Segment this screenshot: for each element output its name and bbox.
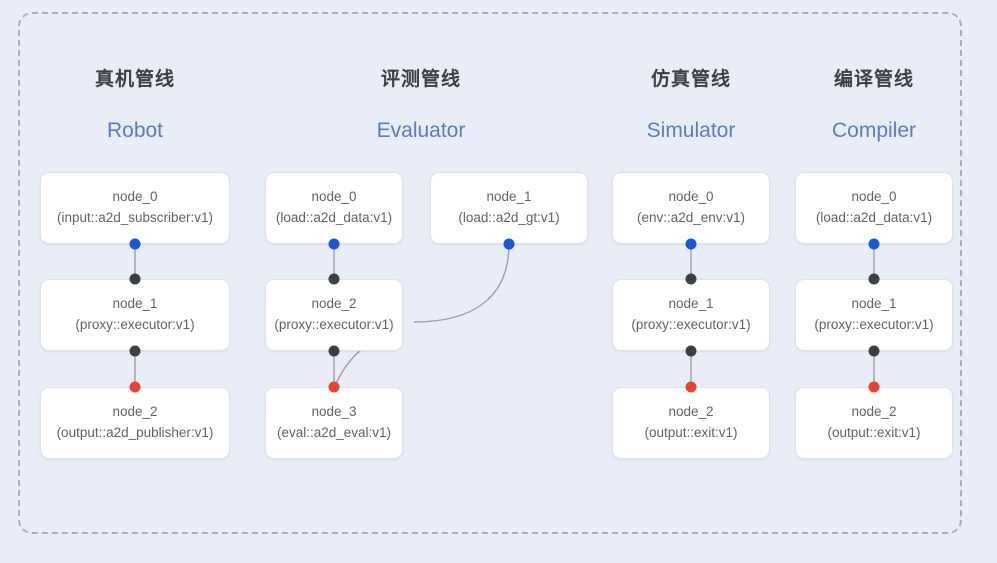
node-name: node_0 (668, 189, 714, 205)
node-port-top-black[interactable] (129, 273, 141, 285)
node-type: (load::a2d_data:v1) (275, 210, 393, 225)
node-type: (proxy::executor:v1) (274, 317, 394, 332)
node-name: node_1 (112, 296, 158, 312)
node-port-bottom-black[interactable] (868, 345, 880, 357)
node-type: (load::a2d_gt:v1) (458, 210, 560, 225)
node-port-bottom-black[interactable] (685, 345, 697, 357)
node-card[interactable]: node_1(proxy::executor:v1) (40, 279, 230, 351)
node-name: node_0 (311, 189, 357, 205)
node-type: (proxy::executor:v1) (75, 317, 195, 332)
node-type: (env::a2d_env:v1) (636, 210, 746, 225)
node-type: (proxy::executor:v1) (631, 317, 751, 332)
node-type: (input::a2d_subscriber:v1) (56, 210, 214, 225)
node-card[interactable]: node_2(output::exit:v1) (612, 387, 770, 459)
node-type: (output::exit:v1) (644, 425, 738, 440)
node-port-bottom-blue[interactable] (685, 238, 697, 250)
node-type: (eval::a2d_eval:v1) (276, 425, 392, 440)
node-card[interactable]: node_1(proxy::executor:v1) (612, 279, 770, 351)
node-card[interactable]: node_0(env::a2d_env:v1) (612, 172, 770, 244)
node-type: (output::a2d_publisher:v1) (56, 425, 214, 440)
node-card[interactable]: node_2(output::a2d_publisher:v1) (40, 387, 230, 459)
node-port-top-red[interactable] (328, 381, 340, 393)
node-name: node_0 (851, 189, 897, 205)
node-name: node_3 (311, 404, 357, 420)
node-port-bottom-blue[interactable] (503, 238, 515, 250)
node-card[interactable]: node_0(load::a2d_data:v1) (795, 172, 953, 244)
node-port-bottom-black[interactable] (328, 345, 340, 357)
node-port-top-red[interactable] (685, 381, 697, 393)
node-port-top-black[interactable] (685, 273, 697, 285)
node-name: node_1 (486, 189, 532, 205)
node-name: node_2 (311, 296, 357, 312)
node-name: node_1 (851, 296, 897, 312)
node-name: node_2 (668, 404, 714, 420)
pipeline-group-container (18, 12, 962, 534)
node-card[interactable]: node_2(proxy::executor:v1) (265, 279, 403, 351)
node-port-bottom-black[interactable] (129, 345, 141, 357)
node-port-top-black[interactable] (868, 273, 880, 285)
node-type: (output::exit:v1) (827, 425, 921, 440)
node-port-bottom-blue[interactable] (328, 238, 340, 250)
node-port-bottom-blue[interactable] (129, 238, 141, 250)
node-card[interactable]: node_0(input::a2d_subscriber:v1) (40, 172, 230, 244)
node-name: node_0 (112, 189, 158, 205)
node-name: node_2 (851, 404, 897, 420)
node-card[interactable]: node_3(eval::a2d_eval:v1) (265, 387, 403, 459)
node-port-top-red[interactable] (129, 381, 141, 393)
node-card[interactable]: node_1(load::a2d_gt:v1) (430, 172, 588, 244)
node-card[interactable]: node_1(proxy::executor:v1) (795, 279, 953, 351)
node-card[interactable]: node_0(load::a2d_data:v1) (265, 172, 403, 244)
node-card[interactable]: node_2(output::exit:v1) (795, 387, 953, 459)
node-name: node_1 (668, 296, 714, 312)
node-name: node_2 (112, 404, 158, 420)
node-type: (proxy::executor:v1) (814, 317, 934, 332)
node-port-bottom-blue[interactable] (868, 238, 880, 250)
node-port-top-red[interactable] (868, 381, 880, 393)
node-port-top-black[interactable] (328, 273, 340, 285)
node-type: (load::a2d_data:v1) (815, 210, 933, 225)
